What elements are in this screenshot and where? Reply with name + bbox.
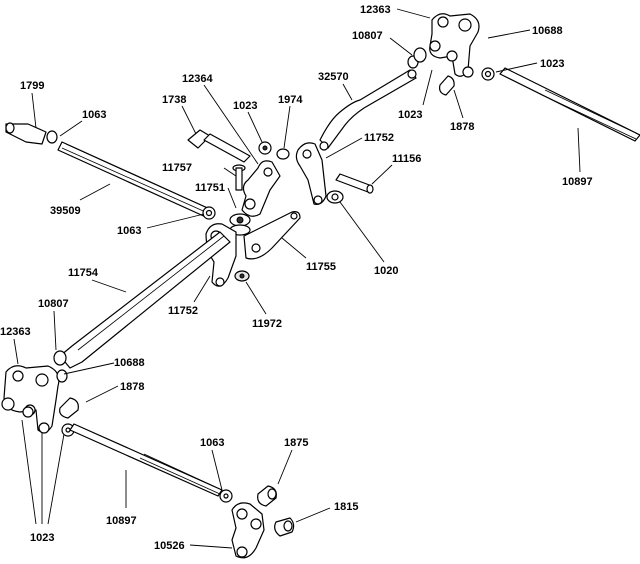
washer-1063-bottom [219, 489, 233, 503]
label-11751: 11751 [195, 182, 225, 194]
label-1878-left: 1878 [120, 381, 144, 393]
label-10807-left: 10807 [38, 298, 69, 310]
label-1063-bottom: 1063 [200, 437, 224, 449]
label-39509: 39509 [50, 205, 81, 217]
label-1023-right: 1023 [540, 58, 564, 70]
rod-end-11752-upper [295, 142, 327, 205]
label-1023-mid-right: 1023 [398, 109, 422, 121]
link-11755 [243, 211, 301, 260]
bellcrank-12363-lower [1, 365, 60, 434]
washers-upper-right [407, 47, 495, 96]
bushing-1815 [274, 517, 295, 537]
label-1023-bottom: 1023 [30, 532, 54, 544]
label-1875: 1875 [284, 437, 308, 449]
bushing-1875 [257, 485, 277, 507]
leader-lines [13, 8, 581, 549]
label-1063-top: 1063 [82, 109, 106, 121]
label-1020: 1020 [374, 265, 398, 277]
label-32570: 32570 [318, 71, 349, 83]
bellcrank-12363-upper [429, 13, 480, 78]
label-1974: 1974 [278, 94, 303, 106]
label-11755: 11755 [306, 261, 336, 273]
label-12364: 12364 [182, 73, 213, 85]
label-11752-top: 11752 [364, 132, 394, 144]
washers-top-mid [258, 141, 290, 160]
label-10688-left: 10688 [114, 357, 145, 369]
label-12363-top: 12363 [360, 4, 391, 16]
label-1063-mid: 1063 [117, 225, 141, 237]
rod-10897-lower [69, 423, 223, 497]
pin-11156 [335, 173, 374, 194]
label-11156: 11156 [392, 153, 421, 165]
label-1799: 1799 [20, 80, 44, 92]
parts-artwork [1, 13, 640, 559]
bellcrank-12364 [241, 160, 281, 217]
washer-11972 [234, 270, 250, 282]
link-32570 [319, 69, 417, 151]
label-10897-right: 10897 [562, 176, 593, 188]
label-11757: 11757 [162, 162, 192, 174]
bellcrank-10526 [231, 502, 265, 559]
label-1738: 1738 [162, 94, 186, 106]
rod-10897-upper [499, 67, 640, 142]
washers-lower-left [22, 350, 79, 437]
rod-end-1799 [5, 122, 58, 145]
bolt-1738 [187, 129, 251, 163]
label-10688-top: 10688 [532, 25, 563, 37]
label-10526: 10526 [154, 540, 185, 552]
label-11972: 11972 [252, 318, 282, 330]
washer-1063-mid [202, 206, 216, 220]
label-1023-top-mid: 1023 [233, 100, 257, 112]
label-1878-top: 1878 [450, 121, 474, 133]
label-11752-bottom: 11752 [168, 305, 198, 317]
label-1815: 1815 [334, 501, 358, 513]
label-11754: 11754 [68, 267, 99, 279]
washer-1020 [326, 190, 344, 204]
label-10807-top: 10807 [352, 30, 383, 42]
bolt-11757 [232, 164, 246, 191]
part-labels: 12363 10807 10688 1023 32570 1023 1878 1… [0, 4, 593, 552]
label-12363-left: 12363 [0, 326, 31, 338]
label-10897-bottom: 10897 [106, 515, 137, 527]
rod-39509 [57, 141, 213, 219]
tube-11754 [59, 231, 231, 369]
